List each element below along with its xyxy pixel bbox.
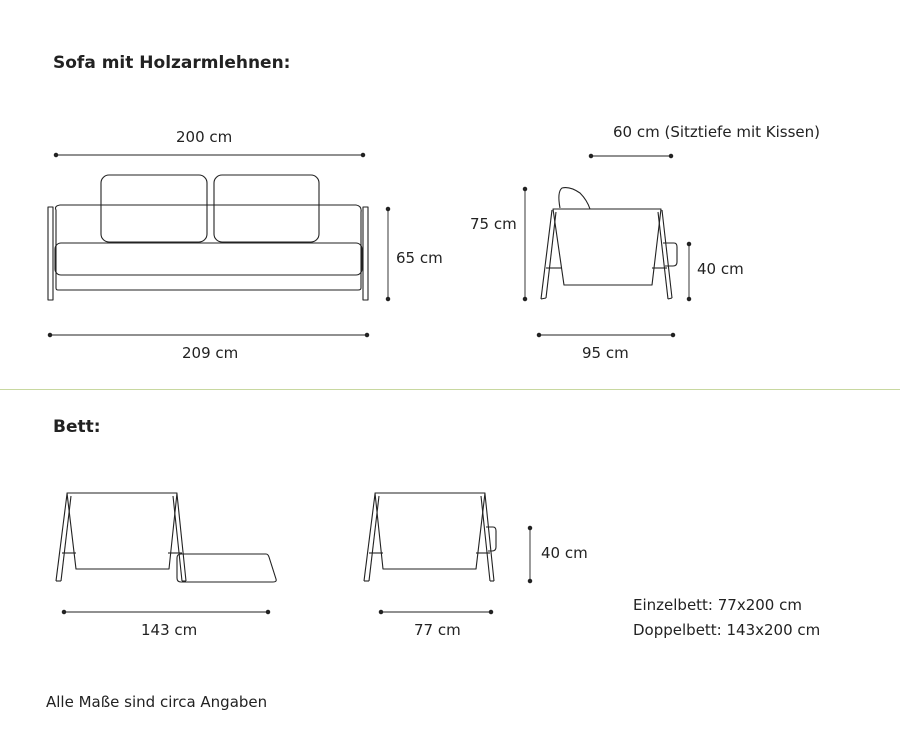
sofa-width-bottom-label: 209 cm	[182, 344, 239, 362]
bed-heading: Bett:	[53, 417, 101, 437]
bed-height-label: 40 cm	[541, 544, 588, 562]
single-bed-size: Einzelbett: 77x200 cm	[633, 596, 802, 614]
sofa-front-view	[47, 174, 369, 301]
sofa-seat-height-label: 40 cm	[697, 260, 744, 278]
sofa-height-side-label: 75 cm	[470, 215, 517, 233]
double-bed-size: Doppelbett: 143x200 cm	[633, 621, 821, 639]
sofa-seat-depth-label: 60 cm (Sitztiefe mit Kissen)	[613, 123, 820, 141]
footnote: Alle Maße sind circa Angaben	[46, 693, 268, 711]
bed-single-view	[363, 492, 497, 582]
bed-width-single-label: 77 cm	[414, 621, 461, 639]
bed-double-view	[55, 492, 277, 583]
bed-width-double-label: 143 cm	[141, 621, 198, 639]
section-divider	[0, 389, 900, 390]
sofa-heading: Sofa mit Holzarmlehnen:	[53, 53, 291, 73]
sofa-depth-label: 95 cm	[582, 344, 629, 362]
dimension-lines	[47, 152, 692, 615]
sofa-width-top-label: 200 cm	[176, 128, 233, 146]
sofa-side-view	[540, 187, 678, 300]
sofa-height-front-label: 65 cm	[396, 249, 443, 267]
